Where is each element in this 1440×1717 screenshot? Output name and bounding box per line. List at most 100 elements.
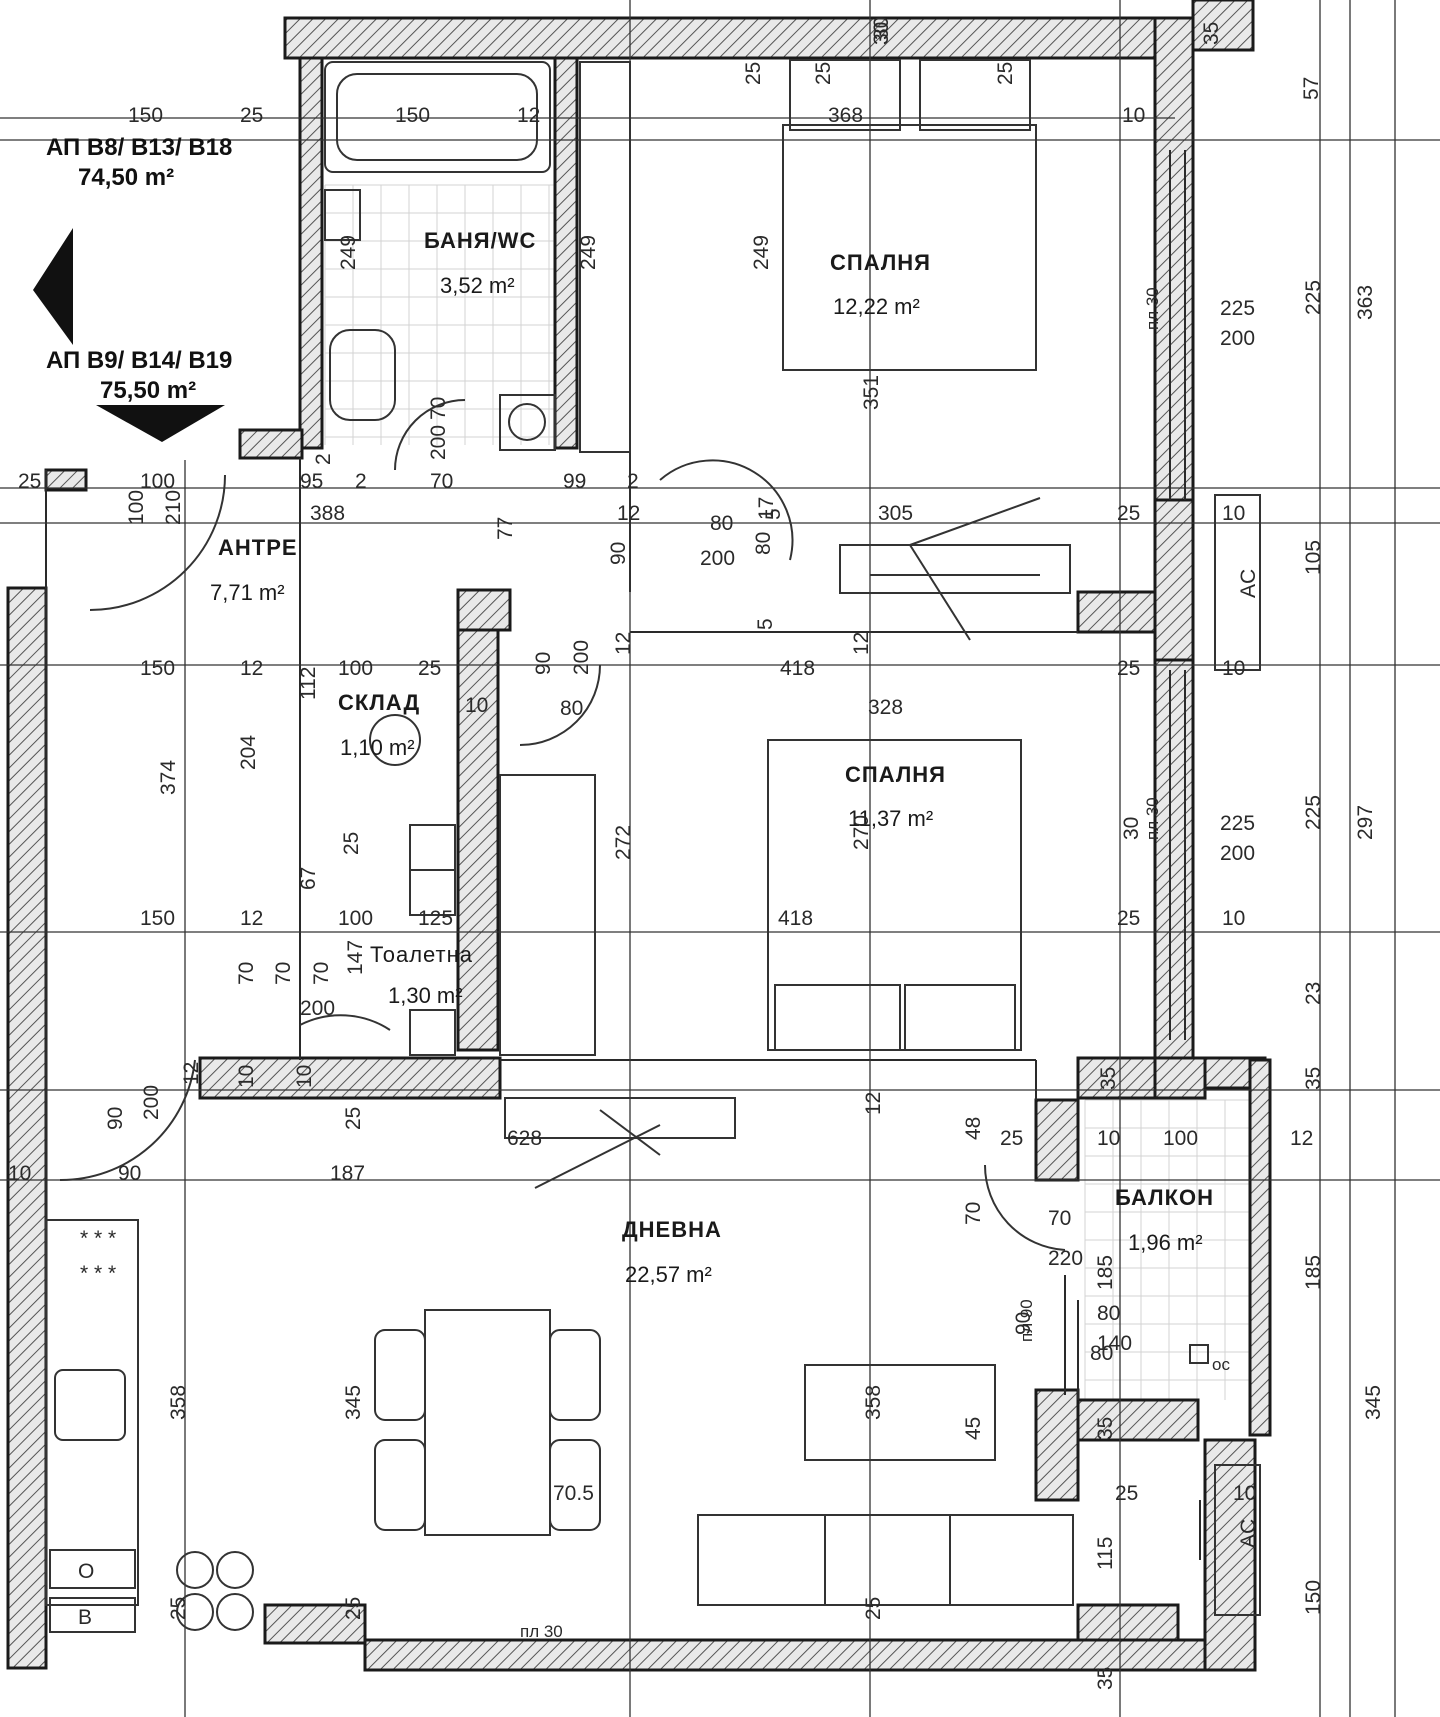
dimension-value: 25: [1117, 502, 1140, 525]
svg-text:* * *: * * *: [80, 1262, 116, 1285]
dimension-value: 200: [1220, 327, 1255, 350]
dimension-value: 328: [868, 696, 903, 719]
dimension-value: 12: [240, 657, 263, 680]
dimension-value: 204: [237, 735, 260, 770]
apt-upper-area: 74,50 m²: [78, 164, 174, 191]
dimension-value: 270: [850, 815, 873, 850]
dimension-value: 25: [240, 104, 263, 127]
dimension-value: 187: [330, 1162, 365, 1185]
dimension-value: 225: [1302, 280, 1325, 315]
drain-label: ос: [1212, 1355, 1230, 1374]
room-area-balcony: 1,96 m²: [1128, 1230, 1203, 1255]
neighbour-labels: АП В8/ В13/ В18 74,50 m² АП В9/ В14/ В19…: [46, 134, 232, 404]
room-area-toilet: 1,30 m²: [388, 983, 463, 1008]
dimension-value: 272: [612, 825, 635, 860]
dimension-value: 345: [342, 1385, 365, 1420]
room-area-living: 22,57 m²: [625, 1262, 712, 1287]
room-name-toilet: Тоалетна: [370, 942, 473, 967]
apt-lower-label: АП В9/ В14/ В19: [46, 347, 232, 374]
dimension-value: 368: [828, 104, 863, 127]
dimension-value: 225: [1220, 297, 1255, 320]
dimension-value: 77: [494, 517, 517, 540]
dimension-value: 345: [1362, 1385, 1385, 1420]
dimension-value: 200: [300, 997, 335, 1020]
dimension-value: 48: [962, 1117, 985, 1140]
apt-lower-area: 75,50 m²: [100, 377, 196, 404]
dimension-value: 90: [607, 542, 630, 565]
dimension-value: 25: [340, 832, 363, 855]
room-name-storage: СКЛАД: [338, 690, 420, 715]
dimension-value: 185: [1302, 1255, 1325, 1290]
room-area-hall: 7,71 m²: [210, 580, 285, 605]
dimension-value: 35: [1302, 1067, 1325, 1090]
dimension-value: 363: [1354, 285, 1377, 320]
dimension-value: 10: [235, 1065, 258, 1088]
dimension-value: 10: [465, 694, 488, 717]
dimension-value: 90: [104, 1107, 127, 1130]
dimension-value: 25: [342, 1107, 365, 1130]
dimension-value: 12: [850, 632, 873, 655]
ac-label-bottom: AC: [1237, 1519, 1260, 1548]
dimension-value: 10: [1097, 1127, 1120, 1150]
dimension-value: 10: [1222, 907, 1245, 930]
dimension-value: 25: [812, 62, 835, 85]
dimension-value: 10: [1222, 502, 1245, 525]
dimension-value: 374: [157, 760, 180, 795]
dimension-value: 25: [418, 657, 441, 680]
sill-label-3: пл 90: [1017, 1299, 1036, 1342]
dimension-value: 210: [162, 490, 185, 525]
dimension-value: 225: [1220, 812, 1255, 835]
dimension-value: 25: [742, 62, 765, 85]
dimension-value: 25: [994, 62, 1017, 85]
room-area-bedroom2: 11,37 m²: [848, 806, 933, 831]
dimension-value: 25: [1117, 657, 1140, 680]
dimension-value: 12: [617, 502, 640, 525]
dimension-value: 95: [300, 470, 323, 493]
dimension-value: 200: [1220, 842, 1255, 865]
dimension-value: 140: [1097, 1332, 1132, 1355]
dimension-value: 25: [862, 1597, 885, 1620]
dimension-value: 25: [342, 1597, 365, 1620]
dimension-value: 5: [762, 508, 785, 520]
dimension-value: 249: [577, 235, 600, 270]
dimension-value: 80: [1097, 1302, 1120, 1325]
dimension-value: 80: [710, 512, 733, 535]
dimension-value: 12: [862, 1092, 885, 1115]
dimension-value: 150: [395, 104, 430, 127]
sign-a: О: [78, 1560, 94, 1583]
dimension-value: 80: [752, 532, 775, 555]
dimension-value: 150: [140, 907, 175, 930]
svg-text:* * *: * * *: [80, 1227, 116, 1250]
dimension-value: 388: [310, 502, 345, 525]
dimension-value: 99: [563, 470, 586, 493]
dimension-value: 12: [180, 1062, 203, 1085]
room-name-living: ДНЕВНА: [622, 1217, 722, 1242]
dimension-value: 297: [1354, 805, 1377, 840]
dimension-value: 125: [418, 907, 453, 930]
dimension-value: 628: [507, 1127, 542, 1150]
room-labels: БАНЯ/WC 3,52 m² СПАЛНЯ 12,22 m² АНТРЕ 7,…: [210, 228, 1214, 1287]
bath-tiles: [324, 184, 1250, 1400]
walls: [6, 0, 1272, 1672]
dimension-value: 358: [167, 1385, 190, 1420]
dimension-value: 10: [1233, 1482, 1256, 1505]
dimension-value: 90: [532, 652, 555, 675]
dimension-value: 12: [612, 632, 635, 655]
room-name-balcony: БАЛКОН: [1115, 1185, 1214, 1210]
dimension-value: 12: [240, 907, 263, 930]
dimension-value: 200: [140, 1085, 163, 1120]
room-name-bedroom1: СПАЛНЯ: [830, 250, 931, 275]
dimension-value: 305: [878, 502, 913, 525]
dimension-value: 200: [570, 640, 593, 675]
dimension-value: 2: [312, 453, 335, 465]
dimension-value: 150: [140, 657, 175, 680]
room-area-storage: 1,10 m²: [340, 735, 415, 760]
annotations: AC AC пл 30 пл 30 пл 90 пл 30 ос О В: [78, 287, 1260, 1641]
dimension-value: 12: [517, 104, 540, 127]
sill-label-2: пл 30: [1143, 797, 1162, 840]
dimension-value: 35: [1097, 1067, 1120, 1090]
